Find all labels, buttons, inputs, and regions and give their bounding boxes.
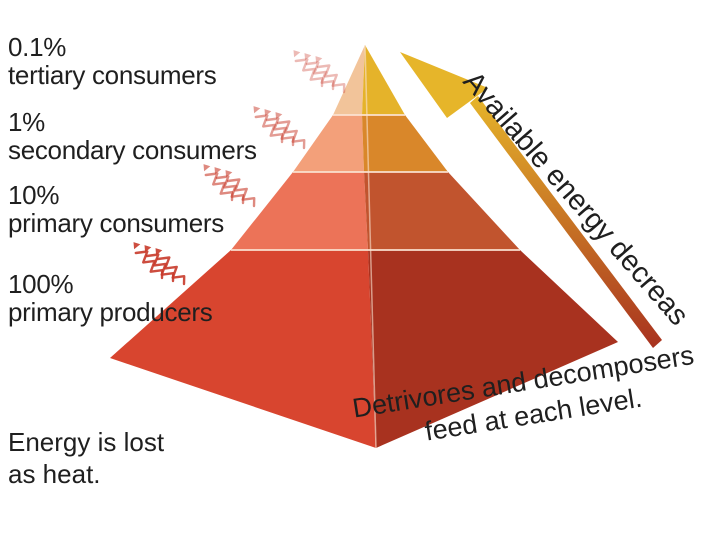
pyramid-front-tier-1 <box>333 45 365 115</box>
pyramid-side-tier-1 <box>362 45 405 115</box>
level-label-tertiary-consumers: 0.1% tertiary consumers <box>8 32 217 90</box>
heat-wave-arrow <box>276 120 306 150</box>
level-name: secondary consumers <box>8 135 257 165</box>
heat-wave-arrow <box>294 58 324 88</box>
heat-arrow-head <box>315 56 323 64</box>
level-percent: 100% <box>8 269 74 299</box>
level-name: primary consumers <box>8 208 224 238</box>
pyramid-side-tier-3 <box>364 172 520 250</box>
heat-arrow-head <box>275 112 283 120</box>
level-percent: 0.1% <box>8 32 67 62</box>
pyramid-front-tier-2 <box>293 115 364 172</box>
level-name: primary producers <box>8 297 213 327</box>
level-name: tertiary consumers <box>8 60 217 90</box>
heat-arrow-head <box>225 170 233 178</box>
heat-arrow-head <box>293 50 301 58</box>
heat-arrow-head <box>264 109 272 117</box>
pyramid-front-tier-4 <box>110 250 376 448</box>
pyramid-side-tier-4 <box>368 250 618 448</box>
heat-arrow-head <box>144 245 152 253</box>
heat-wave-arrow <box>156 256 186 286</box>
energy-decrease-arrow <box>400 52 662 348</box>
level-percent: 10% <box>8 180 60 210</box>
heat-arrow-head <box>155 248 163 256</box>
heat-loss-arrows <box>133 50 346 286</box>
heat-arrow-head <box>253 106 261 114</box>
level-label-primary-producers: 100% primary producers <box>8 269 213 327</box>
heat-note-line-2: as heat. <box>8 459 101 489</box>
level-label-secondary-consumers: 1% secondary consumers <box>8 108 257 164</box>
heat-wave-arrow <box>226 178 256 208</box>
heat-note-line-1: Energy is lost <box>8 427 165 457</box>
heat-arrow-head <box>214 167 222 175</box>
heat-arrow-head <box>304 53 312 61</box>
heat-wave-arrow <box>316 64 346 94</box>
level-label-primary-consumers: 10% primary consumers <box>8 181 224 237</box>
heat-wave-arrow <box>305 61 335 91</box>
pyramid-front-tier-3 <box>231 172 368 250</box>
level-percent: 1% <box>8 107 45 137</box>
heat-loss-note: Energy is lost as heat. <box>8 426 164 490</box>
heat-arrow-head <box>203 164 211 172</box>
pyramid-side-tier-2 <box>362 115 448 172</box>
heat-arrow-head <box>133 242 141 250</box>
